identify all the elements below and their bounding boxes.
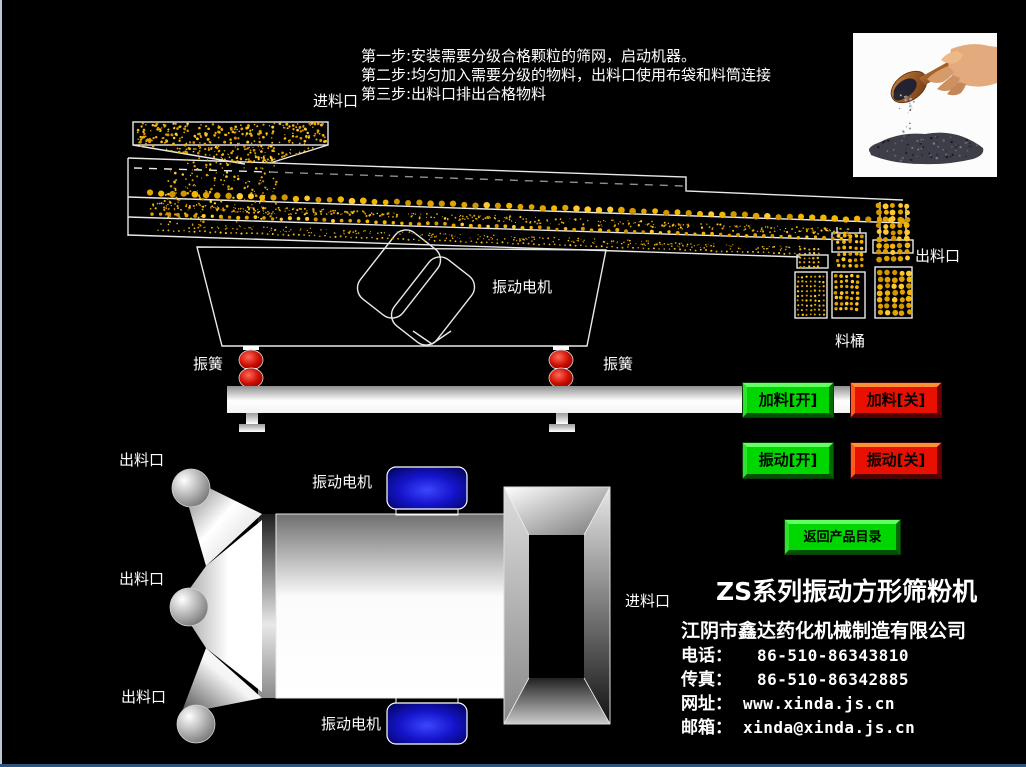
window-left-border <box>0 0 2 767</box>
instruction-step-1: 第一步:安装需要分级合格颗粒的筛网，启动机器。 <box>361 47 697 65</box>
email-label: 邮箱： <box>681 718 732 738</box>
email-row: 邮箱： xinda@xinda.js.cn <box>681 713 915 738</box>
inlet-frame-right <box>584 487 610 724</box>
website-value: www.xinda.js.cn <box>743 694 895 713</box>
hand-icon <box>927 44 997 96</box>
top-feed-inlet-label: 进料口 <box>625 592 671 610</box>
outlet-chute-2 <box>178 520 262 692</box>
inlet-frame-bottom <box>504 678 610 724</box>
feed-off-button[interactable]: 加料[关] <box>851 383 941 417</box>
barrel-medium <box>831 271 866 319</box>
phone-row: 电话： 86-510-86343810 <box>681 641 909 666</box>
product-photo <box>853 33 997 177</box>
machine-body <box>275 513 506 699</box>
outlet-chute-3 <box>181 648 262 714</box>
particles-barrels <box>796 269 913 317</box>
fax-value: 86-510-86342885 <box>757 670 909 689</box>
sieve-deck-top <box>127 157 904 201</box>
instruction-step-2: 第二步:均匀加入需要分级的物料，出料口使用布袋和料筒连接 <box>361 66 772 84</box>
side-view-machine <box>127 121 914 347</box>
fax-label: 传真： <box>681 670 732 690</box>
spring-left-icon <box>238 349 264 371</box>
spring-right-label: 振簧 <box>603 355 634 373</box>
website-label: 网址： <box>681 694 732 714</box>
window-bottom-border <box>0 764 1026 767</box>
phone-value: 86-510-86343810 <box>757 646 909 665</box>
side-feed-inlet-label: 进料口 <box>313 92 359 110</box>
sieve-mesh-dashed <box>133 167 271 173</box>
particles-screen-rows <box>146 189 906 256</box>
vibration-motor-outline <box>356 229 442 319</box>
vibrate-on-button[interactable]: 振动[开] <box>743 443 833 478</box>
side-outlet-label: 出料口 <box>915 247 961 265</box>
operating-instructions: 第一步:安装需要分级合格颗粒的筛网，启动机器。 第二步:均匀加入需要分级的物料，… <box>361 47 771 104</box>
motor-bottom-icon <box>386 702 468 745</box>
motor-top-icon <box>386 466 468 510</box>
particles-falling-columns <box>798 202 911 269</box>
back-to-catalog-button[interactable]: 返回产品目录 <box>785 520 900 554</box>
inlet-frame-left <box>504 487 529 724</box>
product-title: ZS系列振动方形筛粉机 <box>716 577 978 606</box>
particles-hopper <box>136 121 327 224</box>
feed-on-button[interactable]: 加料[开] <box>743 383 833 417</box>
spring-left-label: 振簧 <box>193 355 224 373</box>
barrel-fine <box>794 271 828 319</box>
outlet-port-3 <box>176 704 216 744</box>
outlet-port-2 <box>169 587 209 627</box>
collection-hopper <box>196 246 607 347</box>
inlet-frame-top <box>504 487 610 535</box>
spring-right-icon <box>548 349 574 371</box>
top-outlet-label-2: 出料口 <box>119 570 165 588</box>
company-name: 江阴市鑫达药化机械制造有限公司 <box>681 620 967 642</box>
top-motor-bottom-label: 振动电机 <box>321 715 382 733</box>
feed-hopper <box>132 121 329 146</box>
email-value: xinda@xinda.js.cn <box>743 718 916 737</box>
top-view-machine <box>169 466 611 745</box>
top-outlet-label-1: 出料口 <box>119 451 165 469</box>
outlet-port-1 <box>171 468 211 508</box>
website-row: 网址： www.xinda.js.cn <box>681 689 895 714</box>
barrel-label: 料桶 <box>835 332 866 350</box>
phone-label: 电话： <box>681 646 732 666</box>
top-motor-top-label: 振动电机 <box>312 473 373 491</box>
fax-row: 传真： 86-510-86342885 <box>681 665 909 690</box>
top-outlet-label-3: 出料口 <box>121 688 167 706</box>
side-motor-label: 振动电机 <box>492 278 553 296</box>
inlet-opening <box>529 535 584 678</box>
vibrate-off-button[interactable]: 振动[关] <box>851 443 941 478</box>
instruction-step-3: 第三步:出料口排出合格物料 <box>361 85 547 103</box>
